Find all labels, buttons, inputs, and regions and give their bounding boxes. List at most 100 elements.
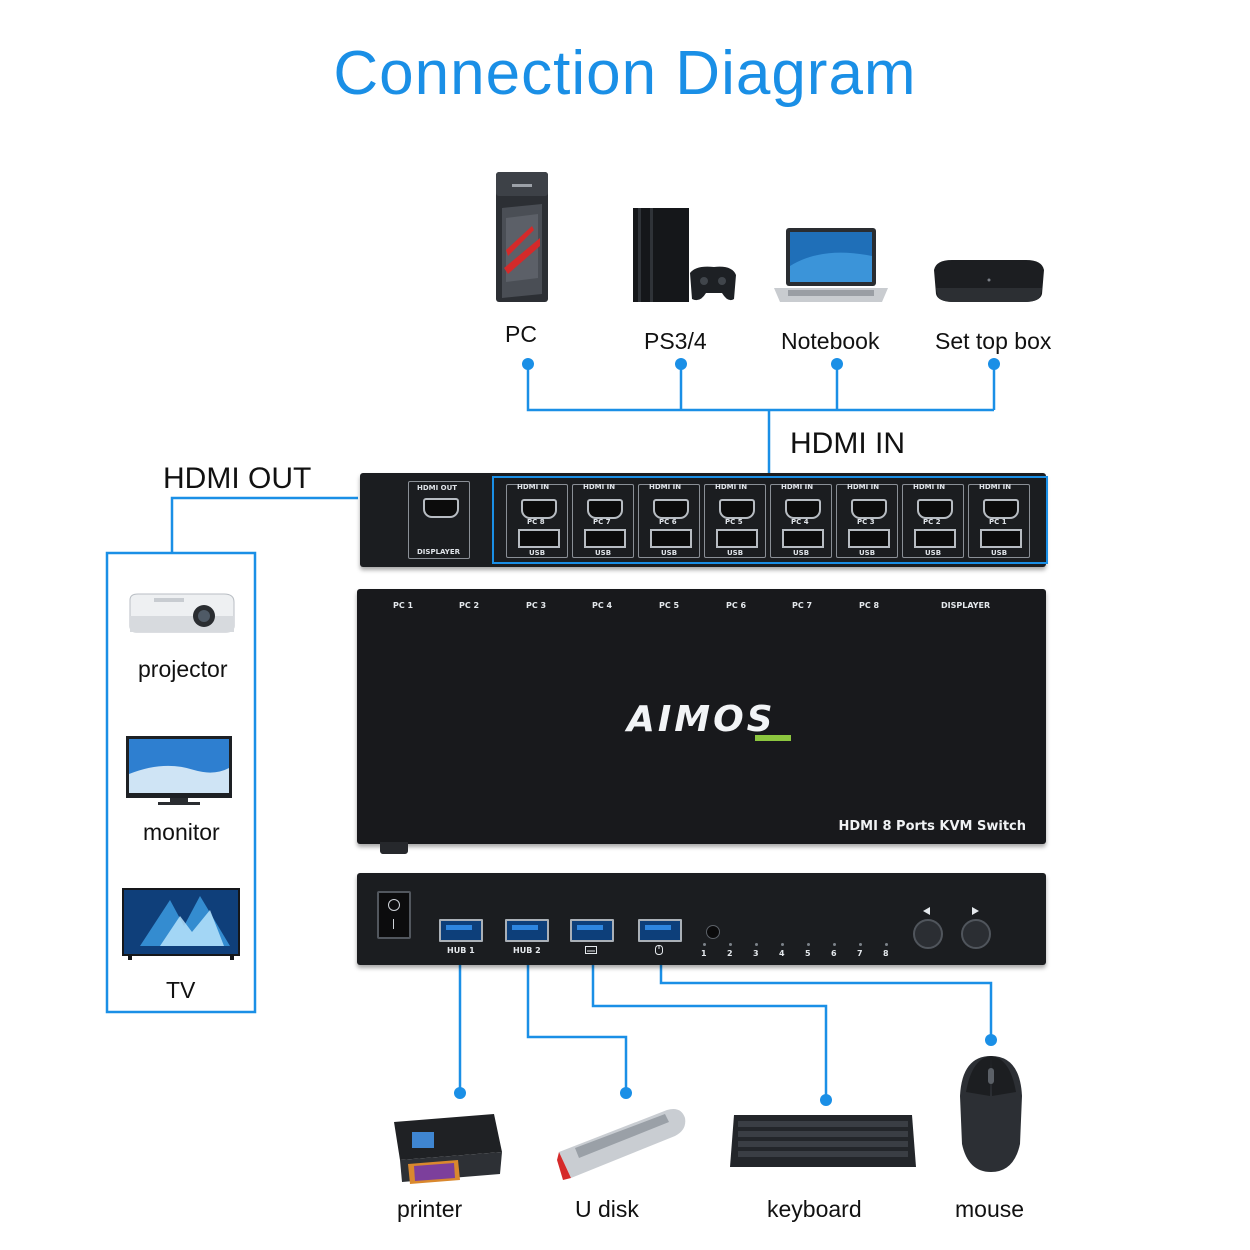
port-pc4-hdmi-label: HDMI IN <box>781 483 814 491</box>
port-pc6-label: PC 6 <box>659 518 677 526</box>
port-pc3-label: PC 3 <box>857 518 875 526</box>
kvm-front-panel: HUB 1 HUB 2 1 2 3 4 5 6 7 8 <box>357 873 1046 965</box>
led-8 <box>885 943 888 946</box>
top-pc1-label: PC 1 <box>393 601 414 610</box>
top-pc8-label: PC 8 <box>859 601 880 610</box>
printer-icon <box>394 1114 502 1184</box>
port-pc2-hdmi <box>917 499 953 519</box>
dot-mouse <box>985 1034 997 1046</box>
port-pc8-usb-label: USB <box>529 549 546 557</box>
source-label-settop: Set top box <box>935 328 1052 354</box>
port-pc4-usb <box>782 529 824 548</box>
left-arrow-icon <box>923 907 930 915</box>
keyboard-icon <box>730 1115 916 1167</box>
wire-pc <box>526 364 994 412</box>
hdmi-out-socket <box>423 498 459 518</box>
hdmi-in-label: HDMI IN <box>790 427 905 460</box>
port-pc5-hdmi <box>719 499 755 519</box>
usb-disk-icon <box>557 1109 686 1180</box>
dot-settop <box>988 358 1000 370</box>
power-switch[interactable] <box>377 891 411 939</box>
projector-icon <box>129 593 235 633</box>
port-pc1-usb-label: USB <box>991 549 1008 557</box>
led-label-7: 7 <box>857 949 863 958</box>
displayer-label: DISPLAYER <box>417 548 461 556</box>
playstation-icon <box>633 208 736 302</box>
tv-icon <box>122 888 240 960</box>
led-6 <box>833 943 836 946</box>
hdmi-out-label: HDMI OUT <box>163 462 312 495</box>
monitor-icon <box>126 736 232 805</box>
port-pc3-usb-label: USB <box>859 549 876 557</box>
top-pc4-label: PC 4 <box>592 601 613 610</box>
dot-printer <box>454 1087 466 1099</box>
settop-box-icon <box>934 260 1044 302</box>
port-pc3-usb <box>848 529 890 548</box>
wire-hdmi-out <box>170 496 358 553</box>
port-pc2-label: PC 2 <box>923 518 941 526</box>
peripheral-label-keyboard: keyboard <box>767 1196 862 1222</box>
peripheral-label-printer: printer <box>397 1196 463 1222</box>
source-label-pc: PC <box>505 321 537 347</box>
hdmi-out-port-label: HDMI OUT <box>417 484 458 492</box>
wire-udisk <box>526 962 628 1093</box>
usb-hub1-port[interactable] <box>439 919 483 942</box>
port-pc5-label: PC 5 <box>725 518 743 526</box>
led-label-3: 3 <box>753 949 759 958</box>
top-displayer-label: DISPLAYER <box>941 601 991 610</box>
port-pc7[interactable]: HDMI IN PC 7 USB <box>572 483 634 558</box>
port-pc3[interactable]: HDMI IN PC 3 USB <box>836 483 898 558</box>
led-7 <box>859 943 862 946</box>
pc-tower-icon <box>496 172 548 302</box>
led-label-4: 4 <box>779 949 785 958</box>
display-group-box <box>105 551 257 1014</box>
port-pc6-usb <box>650 529 692 548</box>
kvm-foot <box>380 842 408 854</box>
keyboard-port-icon <box>585 946 597 954</box>
port-pc6-hdmi-label: HDMI IN <box>649 483 682 491</box>
dot-ps <box>675 358 687 370</box>
port-pc6[interactable]: HDMI IN PC 6 USB <box>638 483 700 558</box>
port-pc1-hdmi <box>983 499 1019 519</box>
brand-accent <box>755 735 791 741</box>
mouse-icon <box>960 1056 1022 1172</box>
port-pc7-usb <box>584 529 626 548</box>
switch-prev-button[interactable] <box>913 919 943 949</box>
usb-hub2-port[interactable] <box>505 919 549 942</box>
usb-keyboard-port[interactable] <box>570 919 614 942</box>
port-pc8[interactable]: HDMI IN PC 8 USB <box>506 483 568 558</box>
top-pc2-label: PC 2 <box>459 601 480 610</box>
hub1-label: HUB 1 <box>447 946 475 955</box>
dot-pc <box>522 358 534 370</box>
port-pc1-hdmi-label: HDMI IN <box>979 483 1012 491</box>
switch-next-button[interactable] <box>961 919 991 949</box>
led-label-8: 8 <box>883 949 889 958</box>
display-label-projector: projector <box>138 656 228 682</box>
port-pc5-usb <box>716 529 758 548</box>
led-label-2: 2 <box>727 949 733 958</box>
port-pc8-label: PC 8 <box>527 518 545 526</box>
hdmi-out-port[interactable]: HDMI OUT DISPLAYER <box>408 481 470 559</box>
notebook-icon <box>774 228 888 302</box>
port-pc7-hdmi-label: HDMI IN <box>583 483 616 491</box>
mouse-port-icon <box>655 945 663 955</box>
port-pc3-hdmi-label: HDMI IN <box>847 483 880 491</box>
led-label-5: 5 <box>805 949 811 958</box>
led-3 <box>755 943 758 946</box>
port-pc4[interactable]: HDMI IN PC 4 USB <box>770 483 832 558</box>
wire-keyboard <box>591 962 828 1100</box>
port-pc4-usb-label: USB <box>793 549 810 557</box>
port-pc4-label: PC 4 <box>791 518 809 526</box>
port-pc4-hdmi <box>785 499 821 519</box>
port-pc2[interactable]: HDMI IN PC 2 USB <box>902 483 964 558</box>
port-pc1[interactable]: HDMI IN PC 1 USB <box>968 483 1030 558</box>
kvm-back-panel: HDMI OUT DISPLAYER HDMI IN PC 8 USB HDMI… <box>360 473 1048 567</box>
port-pc5[interactable]: HDMI IN PC 5 USB <box>704 483 766 558</box>
port-pc6-hdmi <box>653 499 689 519</box>
port-pc2-hdmi-label: HDMI IN <box>913 483 946 491</box>
led-2 <box>729 943 732 946</box>
top-pc7-label: PC 7 <box>792 601 813 610</box>
dot-keyboard <box>820 1094 832 1106</box>
usb-mouse-port[interactable] <box>638 919 682 942</box>
